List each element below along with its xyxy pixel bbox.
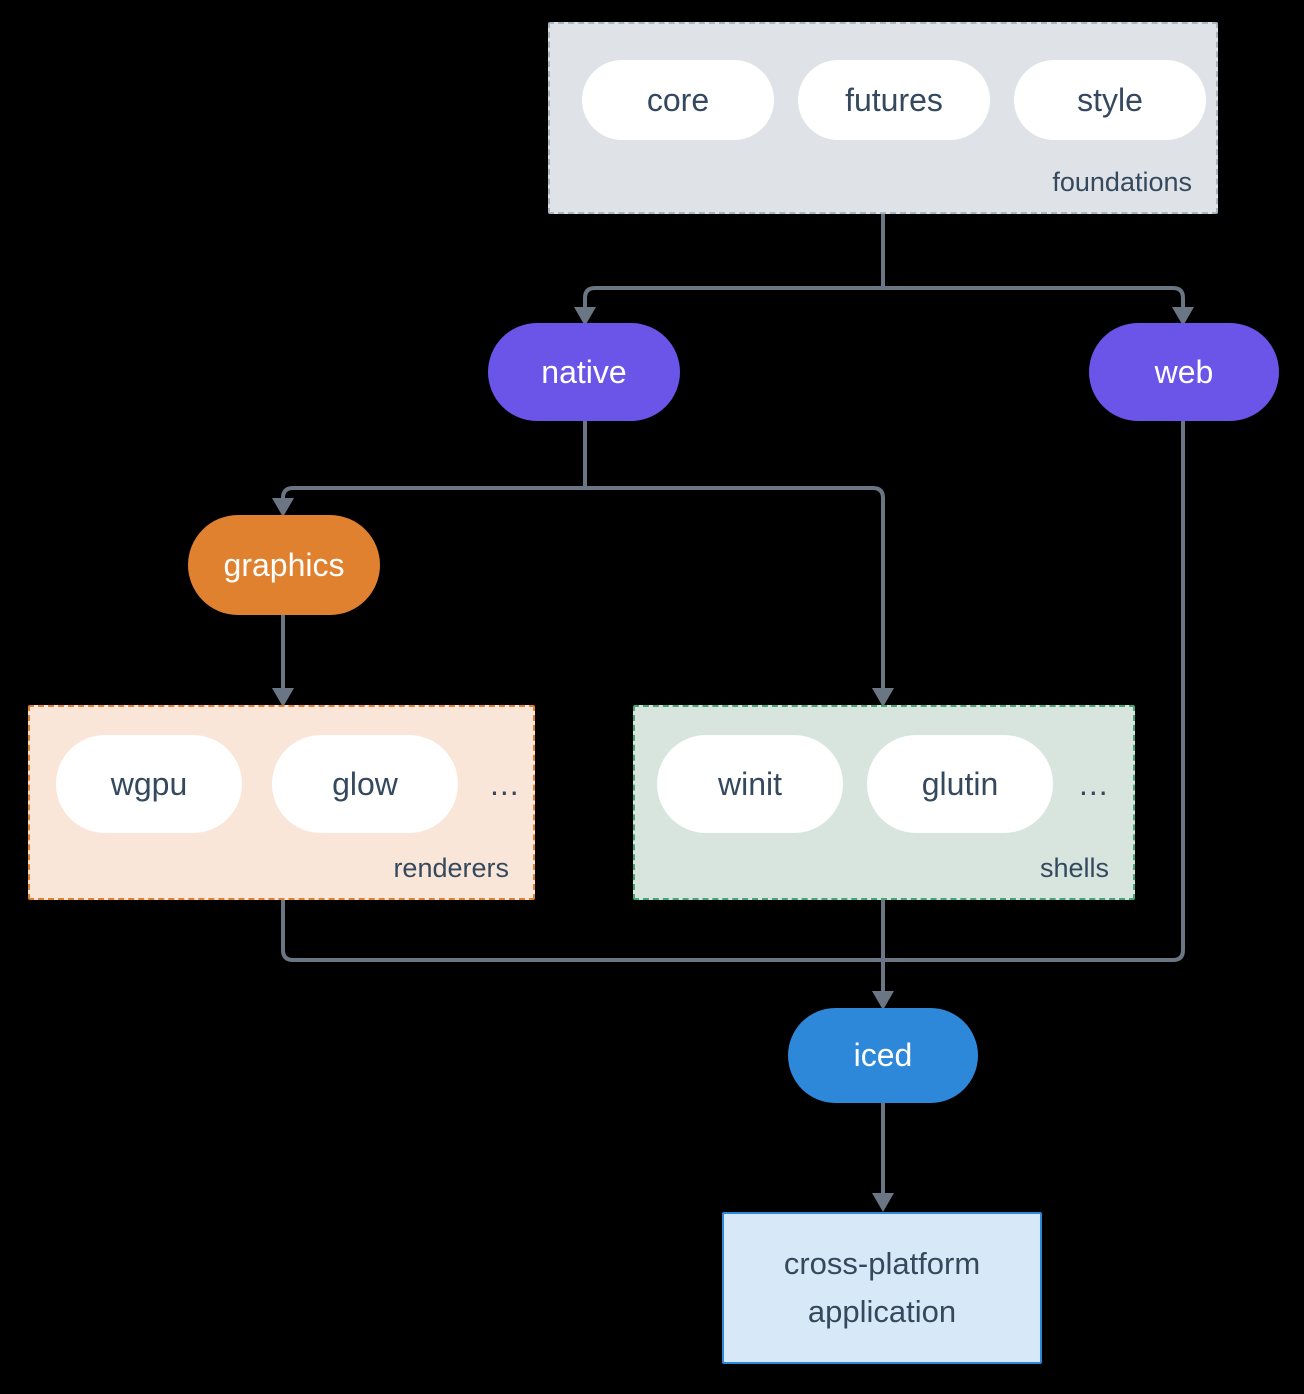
connector-native-branch (281, 486, 885, 690)
node-glutin: glutin (867, 735, 1053, 833)
renderers-group-label: renderers (393, 853, 509, 883)
shells-group: winit glutin ... shells (633, 705, 1135, 900)
foundations-group: core futures style foundations (548, 22, 1218, 214)
node-wgpu: wgpu (56, 735, 242, 833)
connector-foundations-branch (583, 286, 1185, 310)
node-cross-platform-application: cross-platform application (722, 1212, 1042, 1364)
node-futures: futures (798, 60, 990, 140)
foundations-pill-row: core futures style (550, 24, 1216, 140)
node-glow: glow (272, 735, 458, 833)
arrowhead-graphics (272, 498, 294, 517)
node-winit: winit (657, 735, 843, 833)
connector-web-merge (883, 419, 1185, 962)
node-iced: iced (788, 1008, 978, 1103)
shells-pill-row: winit glutin ... (635, 707, 1133, 833)
node-native: native (488, 323, 680, 421)
renderers-pill-row: wgpu glow ... (30, 707, 533, 833)
shells-ellipsis: ... (1079, 765, 1109, 802)
connector-renderers-merge (281, 897, 883, 962)
arrowhead-web (1172, 307, 1194, 326)
arrowhead-native (574, 307, 596, 326)
arrowhead-shells (872, 688, 894, 707)
renderers-ellipsis: ... (490, 765, 520, 802)
node-core: core (582, 60, 774, 140)
foundations-group-label: foundations (1052, 167, 1192, 197)
arrowhead-renderers (272, 688, 294, 707)
arrowhead-iced (872, 991, 894, 1010)
shells-group-label: shells (1039, 853, 1109, 883)
node-web: web (1089, 323, 1279, 421)
renderers-group: wgpu glow ... renderers (28, 705, 535, 900)
node-graphics: graphics (188, 515, 380, 615)
node-style: style (1014, 60, 1206, 140)
arrowhead-application (872, 1193, 894, 1212)
